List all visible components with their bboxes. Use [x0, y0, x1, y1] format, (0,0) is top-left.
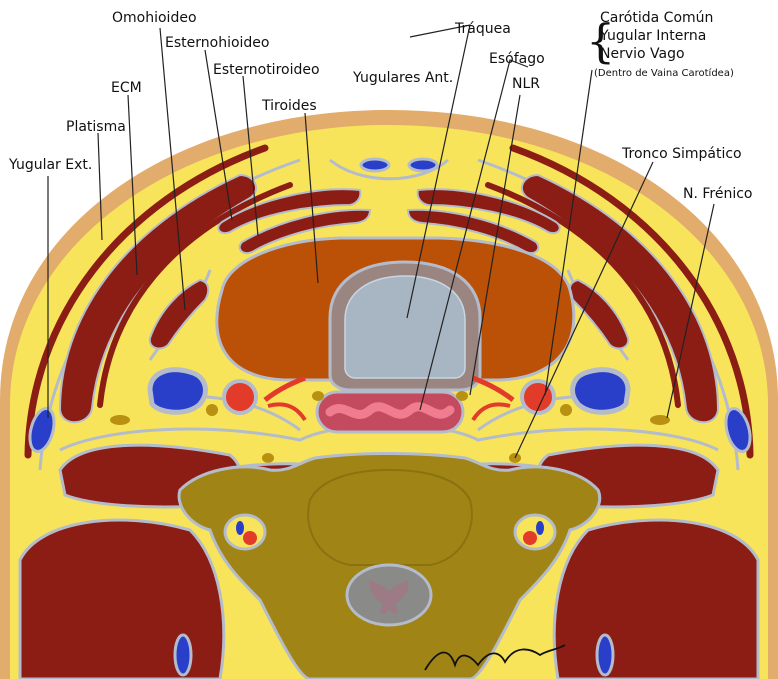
musculos-posteriores-izquierda	[20, 520, 224, 679]
nlr-derecho	[456, 391, 468, 401]
vasos-vertebrales-izquierda	[225, 515, 265, 549]
label-nlr: NLR	[512, 76, 540, 92]
tronco-simpatico-izquierdo	[262, 453, 274, 463]
label-esofago: Esófago	[489, 51, 545, 67]
esofago	[317, 392, 463, 432]
label-yugular-ext: Yugular Ext.	[8, 157, 92, 173]
vena-profunda-derecha	[597, 635, 613, 675]
label-omohioideo: Omohioideo	[112, 10, 197, 26]
label-tronco-simpatico: Tronco Simpático	[621, 146, 742, 162]
label-vaina-carotidea: (Dentro de Vaina Carotídea)	[594, 67, 734, 79]
vena-profunda-izquierda	[175, 635, 191, 675]
label-nervio-vago: Nervio Vago	[600, 46, 685, 62]
n-frenico-izquierdo	[110, 415, 130, 425]
nlr-izquierdo	[312, 391, 324, 401]
label-esternohioideo: Esternohioideo	[165, 35, 269, 51]
label-platisma: Platisma	[66, 119, 126, 135]
musculos-posteriores-derecha	[554, 520, 758, 679]
label-esternotiroideo: Esternotiroideo	[213, 62, 320, 78]
label-n-frenico: N. Frénico	[683, 186, 753, 202]
label-tiroides: Tiroides	[261, 98, 317, 114]
label-ecm: ECM	[111, 80, 142, 96]
cuerpo-vertebral	[308, 470, 472, 565]
label-carotida-comun: Carótida Común	[600, 10, 713, 26]
label-yugular-interna: Yugular Interna	[599, 28, 706, 44]
label-yugulares-ant: Yugulares Ant.	[352, 70, 453, 86]
label-traquea: Tráquea	[454, 21, 511, 37]
vasos-vertebrales-derecha	[515, 515, 555, 549]
traquea-lumen	[345, 276, 465, 378]
